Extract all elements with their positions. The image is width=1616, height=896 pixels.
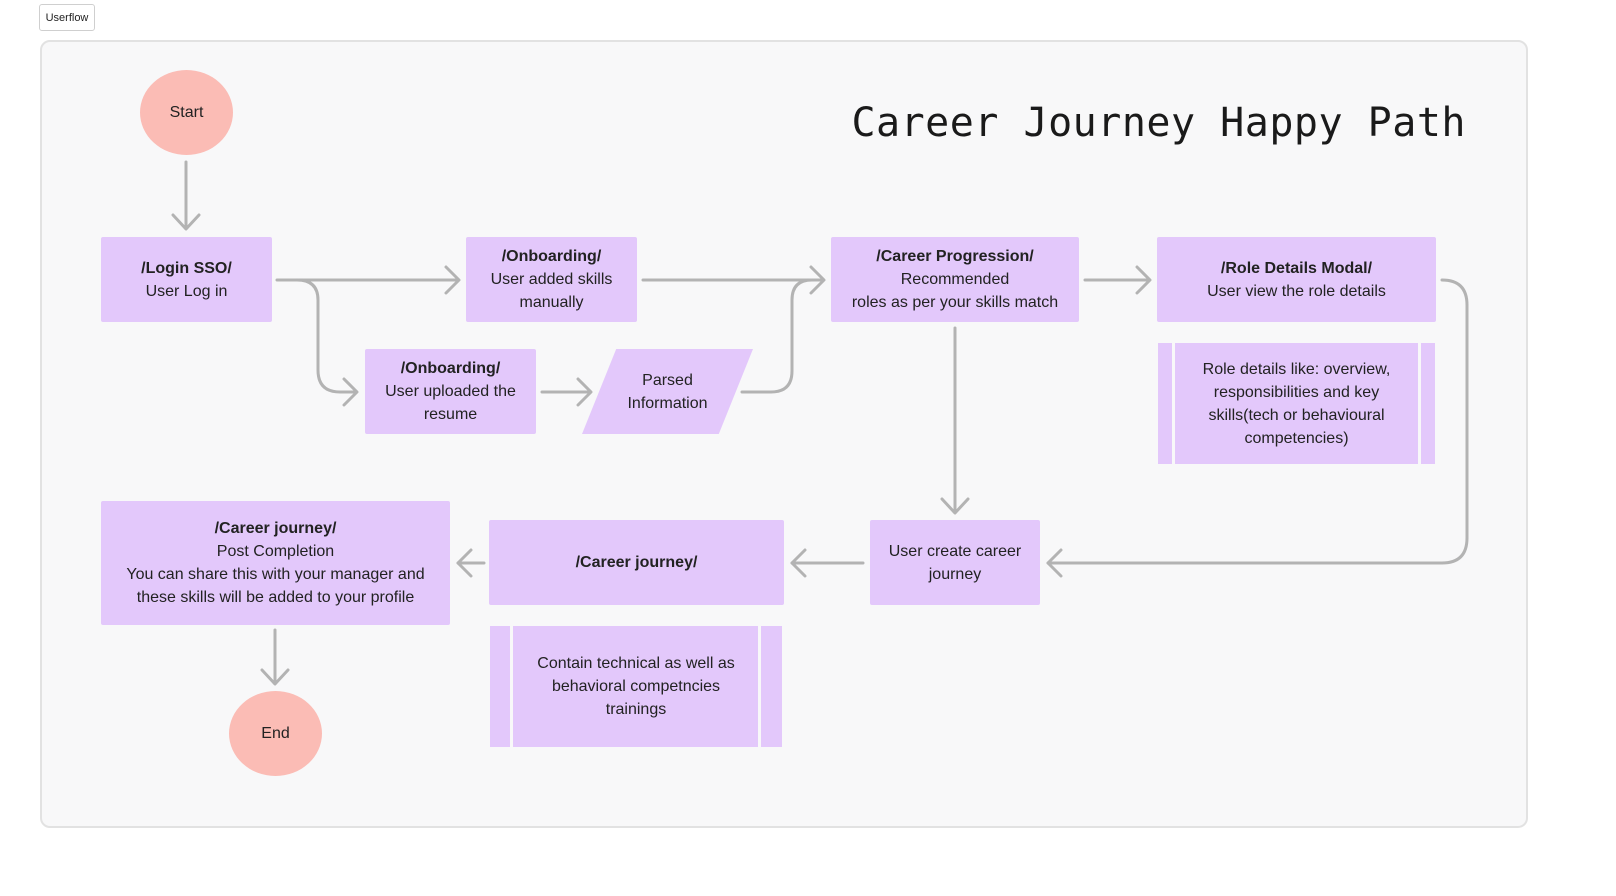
login-heading: /Login SSO/	[141, 259, 232, 277]
end-label: End	[261, 724, 290, 742]
note-left-bar	[510, 626, 513, 747]
post-completion-heading: /Career journey/	[214, 520, 337, 537]
role-details-node[interactable]: /Role Details Modal/ User view the role …	[1157, 237, 1436, 322]
onboarding-manual-body: User added skills manually	[490, 271, 613, 311]
post-completion-body2: You can share this with your manager and…	[126, 566, 425, 606]
onboarding-resume-body: User uploaded the resume	[385, 383, 516, 423]
note-right-bar	[1418, 343, 1421, 464]
start-node[interactable]: Start	[140, 70, 233, 155]
career-journey-note[interactable]: Contain technical as well as behavioral …	[490, 626, 782, 747]
arrow-role-create	[1046, 278, 1469, 565]
note-right-bar	[758, 626, 761, 747]
post-completion-body1: Post Completion	[216, 543, 335, 560]
arrow-parsed-progression	[740, 278, 814, 394]
arrow-login-resume	[295, 278, 358, 394]
role-details-body: User view the role details	[1207, 282, 1386, 300]
create-journey-label: User create career journey	[888, 542, 1022, 583]
career-journey-node[interactable]: /Career journey/	[489, 520, 784, 605]
onboarding-resume-heading: /Onboarding/	[400, 360, 501, 377]
career-journey-note-text: Contain technical as well as behavioral …	[537, 655, 735, 718]
role-details-note[interactable]: Role details like: overview, responsibil…	[1158, 343, 1435, 464]
note-left-bar	[1172, 343, 1175, 464]
career-progression-heading: /Career Progression/	[876, 248, 1034, 265]
create-career-journey-node[interactable]: User create career journey	[870, 520, 1040, 605]
onboarding-resume-node[interactable]: /Onboarding/ User uploaded the resume	[365, 349, 536, 434]
onboarding-manual-heading: /Onboarding/	[501, 248, 602, 265]
career-journey-heading: /Career journey/	[575, 554, 698, 571]
start-label: Start	[169, 103, 204, 121]
career-progression-body1: Recommended	[900, 271, 1010, 288]
login-body: User Log in	[145, 282, 228, 300]
parsed-label: Parsed Information	[627, 371, 708, 412]
diagram-title: Career Journey Happy Path	[851, 100, 1466, 146]
role-details-heading: /Role Details Modal/	[1220, 259, 1373, 277]
parsed-information-node[interactable]: Parsed Information	[582, 349, 753, 434]
login-sso-node[interactable]: /Login SSO/ User Log in	[101, 237, 272, 322]
role-details-note-text: Role details like: overview, responsibil…	[1202, 360, 1391, 447]
post-completion-node[interactable]: /Career journey/ Post Completion You can…	[101, 501, 450, 625]
userflow-tag[interactable]: Userflow	[39, 4, 95, 31]
career-progression-node[interactable]: /Career Progression/ Recommended roles a…	[831, 237, 1079, 322]
career-progression-body2: roles as per your skills match	[851, 294, 1059, 311]
end-node[interactable]: End	[229, 691, 322, 776]
onboarding-manual-node[interactable]: /Onboarding/ User added skills manually	[466, 237, 637, 322]
